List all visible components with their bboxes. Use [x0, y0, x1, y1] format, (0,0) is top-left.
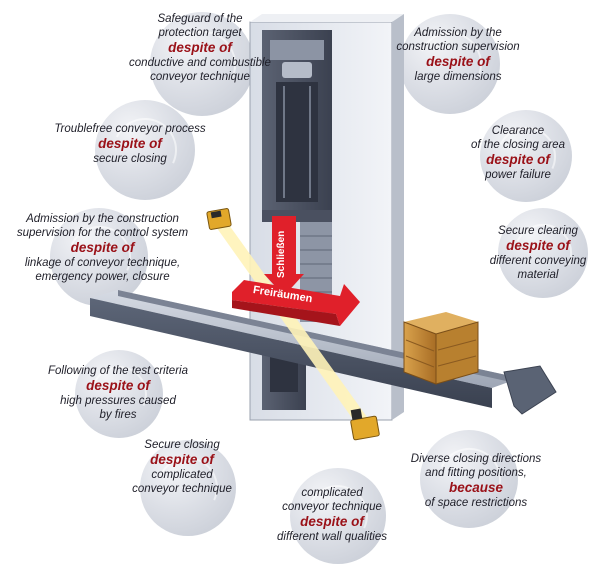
- label-emphasis: despite of: [150, 452, 214, 467]
- label-line: Secure closing: [144, 439, 220, 451]
- label-line: protection target: [158, 27, 242, 39]
- bg-circle-closing-directions: [420, 430, 518, 528]
- label-line: Secure clearing: [498, 225, 578, 237]
- bg-circle-secure-closing: [140, 440, 236, 536]
- label-test-criteria: Following of the test criteria despite o…: [28, 364, 208, 422]
- bg-circle-test-criteria: [75, 350, 163, 438]
- label-troublefree-process: Troublefree conveyor process despite of …: [40, 122, 220, 166]
- label-line: Clearance: [491, 125, 545, 137]
- label-line: Admission by the: [414, 27, 502, 39]
- label-line: Diverse closing directions: [410, 453, 542, 465]
- label-line: and fitting positions,: [425, 467, 527, 479]
- closing-arrow: [264, 216, 304, 296]
- label-line: conveyor technique: [132, 483, 232, 495]
- label-protection-target: Safeguard of the protection target despi…: [110, 12, 290, 84]
- label-line: complicated: [151, 469, 213, 481]
- bg-circle-clearance: [480, 110, 572, 202]
- label-line: large dimensions: [414, 71, 502, 83]
- label-line: conductive and combustible: [129, 57, 271, 69]
- label-line: linkage of conveyor technique,: [24, 257, 181, 269]
- bg-circle-protection-target: [150, 12, 254, 116]
- label-line: Safeguard of the: [157, 13, 243, 25]
- label-line: construction supervision: [396, 41, 520, 53]
- label-line: emergency power, closure: [35, 271, 170, 283]
- bg-circle-control-system: [50, 208, 148, 306]
- label-line: Admission by the construction: [26, 213, 179, 225]
- label-construction-supervision-dimensions: Admission by the construction supervisio…: [368, 26, 548, 84]
- label-clearance-power-failure: Clearance of the closing area despite of…: [428, 124, 608, 182]
- label-line: different conveying: [489, 255, 587, 267]
- bg-circle-troublefree-process: [95, 100, 195, 200]
- wooden-box: [403, 312, 479, 385]
- label-line: high pressures caused: [60, 395, 176, 407]
- label-emphasis: despite of: [426, 54, 490, 69]
- label-secure-closing: Secure closing despite of complicated co…: [92, 438, 272, 496]
- label-line: of space restrictions: [424, 497, 528, 509]
- label-line: conveyor technique: [282, 501, 382, 513]
- label-control-system: Admission by the construction supervisio…: [0, 212, 205, 284]
- label-line: conveyor technique: [150, 71, 250, 83]
- clearing-arrow: [232, 280, 360, 326]
- label-emphasis: despite of: [70, 240, 135, 255]
- light-barrier: [206, 208, 380, 441]
- bg-circle-construction-supervision: [400, 14, 500, 114]
- label-line: Troublefree conveyor process: [54, 123, 206, 135]
- label-emphasis: despite of: [486, 152, 550, 167]
- shutter-housing: [262, 30, 332, 410]
- label-emphasis: because: [448, 480, 504, 495]
- bg-circle-wall-qualities: [290, 468, 386, 564]
- label-emphasis: despite of: [300, 514, 364, 529]
- label-line: different wall qualities: [277, 531, 387, 543]
- label-line: power failure: [485, 169, 551, 181]
- label-line: of the closing area: [471, 139, 565, 151]
- label-wall-qualities: complicated conveyor technique despite o…: [242, 486, 422, 544]
- label-line: complicated: [301, 487, 363, 499]
- label-line: supervision for the control system: [16, 227, 189, 239]
- label-emphasis: despite of: [168, 40, 232, 55]
- label-secure-clearing: Secure clearing despite of different con…: [448, 224, 608, 282]
- closing-arrow-label: Schließen: [276, 230, 287, 278]
- label-line: Following of the test criteria: [48, 365, 188, 377]
- label-line: by fires: [99, 409, 137, 421]
- label-closing-directions: Diverse closing directions and fitting p…: [386, 452, 566, 510]
- bg-circle-secure-clearing: [498, 208, 588, 298]
- label-emphasis: despite of: [98, 136, 162, 151]
- label-emphasis: despite of: [506, 238, 570, 253]
- label-line: material: [517, 269, 559, 281]
- label-line: secure closing: [93, 153, 167, 165]
- label-emphasis: despite of: [86, 378, 150, 393]
